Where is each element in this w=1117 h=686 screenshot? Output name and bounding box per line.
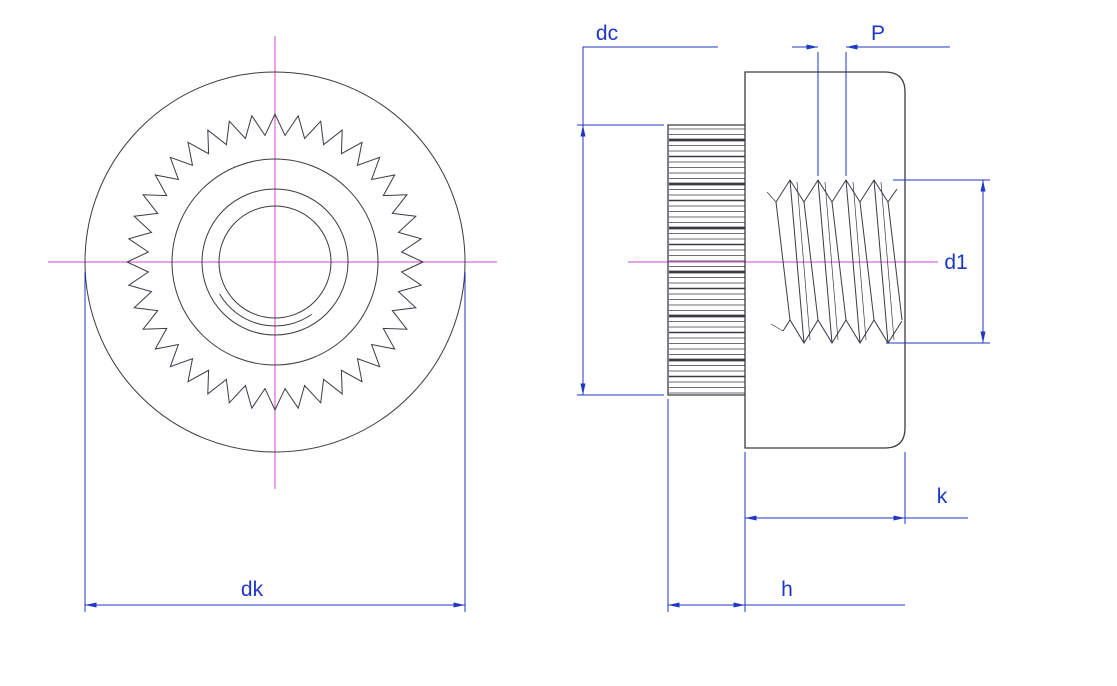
leader-line (582, 46, 718, 125)
thread-root-lines (775, 201, 903, 321)
dim-label-p: P (871, 22, 885, 45)
internal-thread (766, 179, 903, 344)
shank-outline (667, 124, 745, 396)
thread-runout-arc (219, 293, 312, 327)
flange-outer-circle (84, 71, 466, 453)
thread-flank-second-lines (796, 181, 895, 341)
dimension-h: h (667, 399, 905, 612)
dimension-d1: d1 (886, 179, 990, 344)
thread-bottom-profile (782, 319, 903, 344)
centerlines (48, 36, 938, 489)
body-outline (744, 71, 906, 449)
dimension-dk: dk (84, 272, 466, 612)
knurl-serration-ring (125, 112, 425, 412)
dim-label-dk: dk (241, 578, 264, 601)
thread-flank-lines (789, 179, 889, 344)
dim-label-dc: dc (596, 22, 618, 45)
dimension-dc: dc (577, 22, 718, 396)
thread-major-circle (201, 188, 349, 336)
thread-minor-circle (218, 205, 332, 319)
dimension-k: k (745, 452, 968, 524)
dimension-p: P (792, 22, 950, 176)
dim-label-k: k (937, 485, 948, 508)
shank-circle (171, 158, 379, 366)
dimensions: dk dc P d1 k (84, 22, 990, 612)
side-view (667, 71, 906, 449)
dim-label-h: h (781, 578, 793, 601)
thread-top-profile (775, 179, 898, 203)
knurl-texture (669, 127, 745, 394)
thread-leadin-lines (766, 191, 784, 332)
front-view (84, 71, 466, 453)
dim-label-d1: d1 (944, 251, 967, 274)
